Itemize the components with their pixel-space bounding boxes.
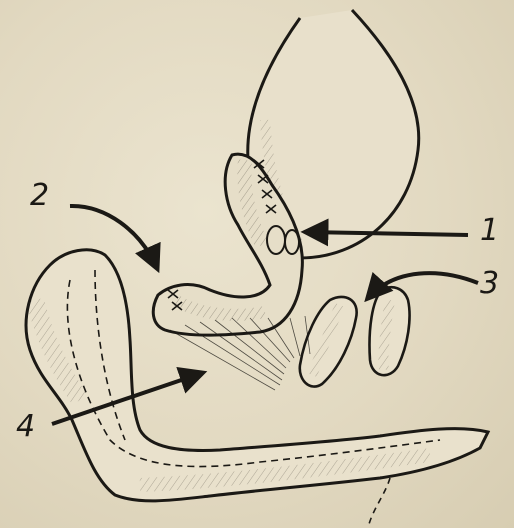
- left-bowel-loop: [26, 250, 488, 501]
- callout-label-1: 1: [480, 216, 499, 246]
- callout-label-4: 4: [16, 412, 35, 442]
- callout-label-3: 3: [480, 269, 499, 299]
- dashed-tail: [368, 478, 390, 528]
- callout-label-2: 2: [30, 181, 49, 211]
- right-bowel-loops: [300, 287, 410, 386]
